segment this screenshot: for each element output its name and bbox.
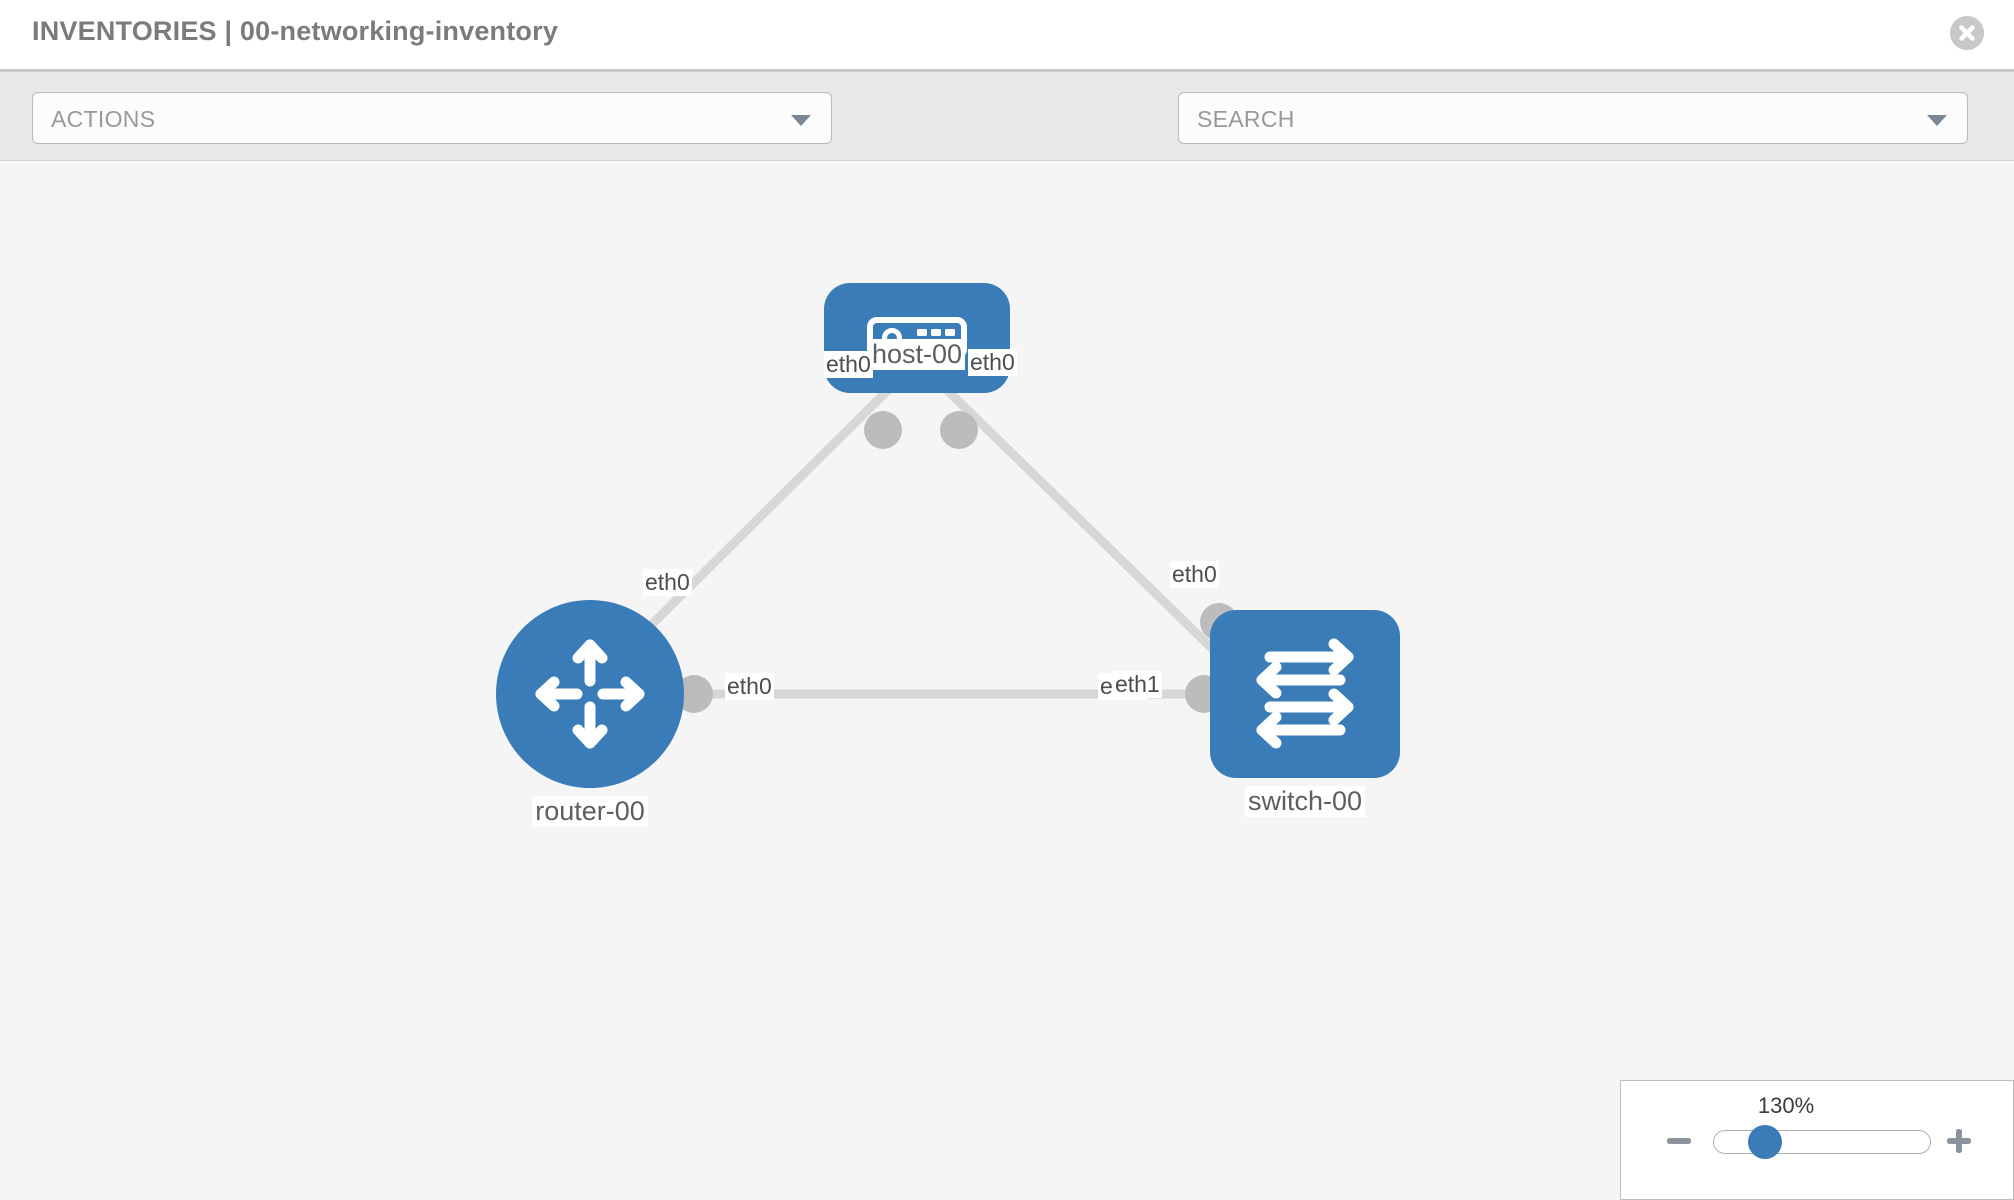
actions-dropdown[interactable]: ACTIONS — [32, 92, 832, 144]
chevron-down-icon[interactable] — [1927, 115, 1947, 126]
edge-label-router-right: eth0 — [725, 673, 774, 700]
chevron-down-icon — [791, 115, 811, 126]
search-input[interactable]: SEARCH — [1178, 92, 1968, 144]
page-header: INVENTORIES | 00-networking-inventory — [0, 0, 2014, 69]
node-switch-00-shape — [1210, 610, 1400, 778]
edge-label-switch-up: eth0 — [1170, 561, 1219, 588]
router-arrows-icon — [535, 639, 645, 749]
search-placeholder: SEARCH — [1197, 106, 1295, 132]
port-host-00-eth0-left[interactable] — [864, 411, 902, 449]
edge-label-host-left: eth0 — [824, 351, 873, 378]
edge-label-host-right: eth0 — [968, 349, 1017, 376]
page-title: INVENTORIES | 00-networking-inventory — [32, 16, 559, 46]
node-host-00-label: host-00 — [868, 339, 966, 370]
node-router-00-shape — [496, 600, 684, 788]
node-router-00[interactable]: router-00 — [496, 600, 684, 827]
node-switch-00-label: switch-00 — [1244, 786, 1366, 817]
zoom-slider-track[interactable] — [1713, 1130, 1931, 1154]
edge-label-router-up: eth0 — [643, 569, 692, 596]
plus-icon[interactable] — [1943, 1125, 1975, 1157]
link-host-switch — [940, 383, 1235, 671]
zoom-slider-thumb[interactable] — [1748, 1125, 1782, 1159]
edge-label-switch-left-eth1: eth1 — [1113, 671, 1162, 698]
close-icon[interactable] — [1950, 16, 1984, 50]
topology-canvas[interactable]: host-00 eth0 eth0 router-00 — [0, 161, 2014, 1200]
actions-dropdown-label: ACTIONS — [51, 106, 156, 132]
toolbar: ACTIONS SEARCH — [0, 69, 2014, 204]
node-switch-00[interactable]: switch-00 — [1210, 610, 1400, 817]
node-router-00-label: router-00 — [532, 796, 648, 827]
zoom-panel: 130% — [1620, 1080, 2014, 1200]
zoom-level-value: 130% — [1757, 1093, 1815, 1118]
switch-arrows-icon — [1256, 638, 1354, 749]
minus-icon[interactable] — [1663, 1125, 1695, 1157]
port-host-00-eth0-right[interactable] — [940, 411, 978, 449]
link-host-router — [605, 383, 895, 671]
